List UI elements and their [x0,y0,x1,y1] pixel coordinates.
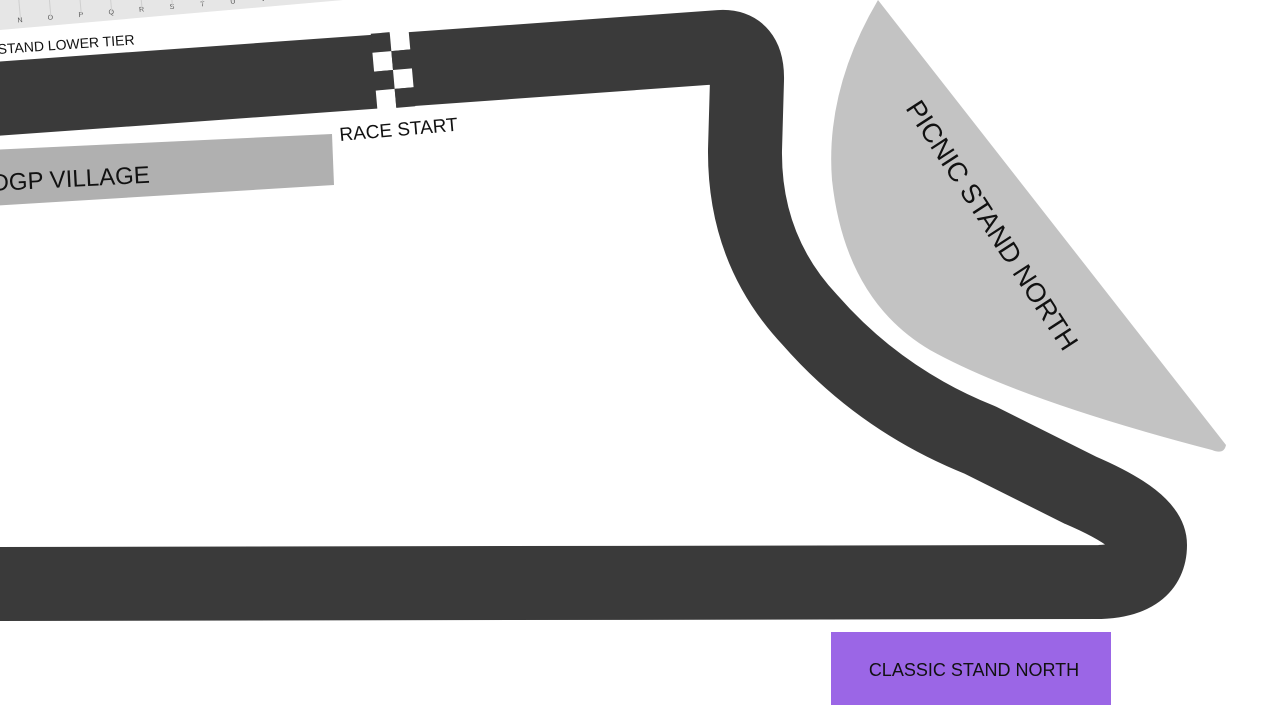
race-start-label: RACE START [339,115,459,146]
tier-column-label: R [139,6,145,13]
tier-column-divider [47,0,52,18]
classic-stand-north[interactable]: CLASSIC STAND NORTH [831,632,1111,705]
checker-square [391,49,412,70]
stand-lower-tier[interactable]: NOPQRSTUVWXYZ [0,0,480,32]
checker-square [372,51,393,72]
picnic-stand-north-area[interactable] [831,0,1226,452]
tier-column-divider [169,0,174,7]
tier-column-label: S [169,4,175,11]
stand-lower-tier-seats[interactable] [0,0,480,32]
tier-column-label: U [230,0,236,6]
race-track [0,9,1187,621]
checker-square [370,32,392,53]
tier-column-label: W [290,0,298,1]
checker-square [375,88,397,110]
checker-square [393,68,414,89]
tier-column-divider [78,0,82,15]
tier-column-divider [108,0,113,13]
checker-square [389,30,411,52]
tier-column-label: T [200,1,206,8]
tier-column-label: N [17,17,23,24]
dgp-village[interactable]: DGP VILLAGE [0,134,334,206]
stand-lower-tier-label: STAND LOWER TIER [0,31,135,57]
tier-column-label: P [78,12,84,19]
start-finish-line [370,30,416,110]
classic-stand-north-area[interactable] [831,632,1111,705]
classic-stand-north-label: CLASSIC STAND NORTH [869,660,1079,680]
dgp-village-area[interactable] [0,134,334,206]
checker-square [394,87,416,108]
tier-column-label: Q [108,9,115,16]
checker-square [374,70,395,91]
tier-column-divider [17,0,22,21]
tier-column-labels: NOPQRSTUVWXYZ [17,0,298,24]
tier-column-label: O [48,14,55,21]
picnic-stand-north[interactable]: PICNIC STAND NORTH [831,0,1226,452]
tier-column-divider [138,0,143,10]
tier-column-label: V [261,0,267,3]
